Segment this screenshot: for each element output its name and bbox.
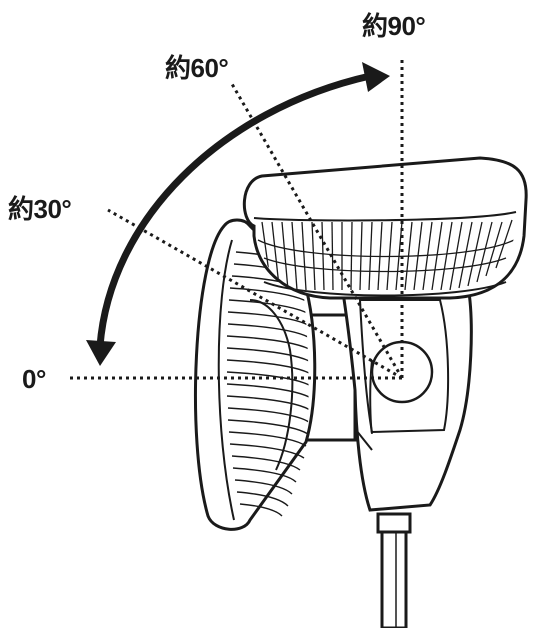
arrow-head-top <box>362 62 390 92</box>
label-60-degrees: 約60° <box>165 53 229 83</box>
reference-line-60 <box>230 83 404 379</box>
fan-head-0deg <box>193 218 317 531</box>
arrow-head-bottom <box>86 340 116 366</box>
stand-pole <box>376 512 412 628</box>
label-30-degrees: 約30° <box>8 194 72 224</box>
fan-head-90deg <box>242 156 528 300</box>
reference-line-30 <box>107 208 403 380</box>
angle-reference-lines <box>70 56 404 380</box>
tilt-range-arrow <box>86 62 390 366</box>
label-90-degrees: 約90° <box>362 11 426 41</box>
label-0-degrees: 0° <box>22 364 46 394</box>
pivot-joint <box>290 284 473 512</box>
